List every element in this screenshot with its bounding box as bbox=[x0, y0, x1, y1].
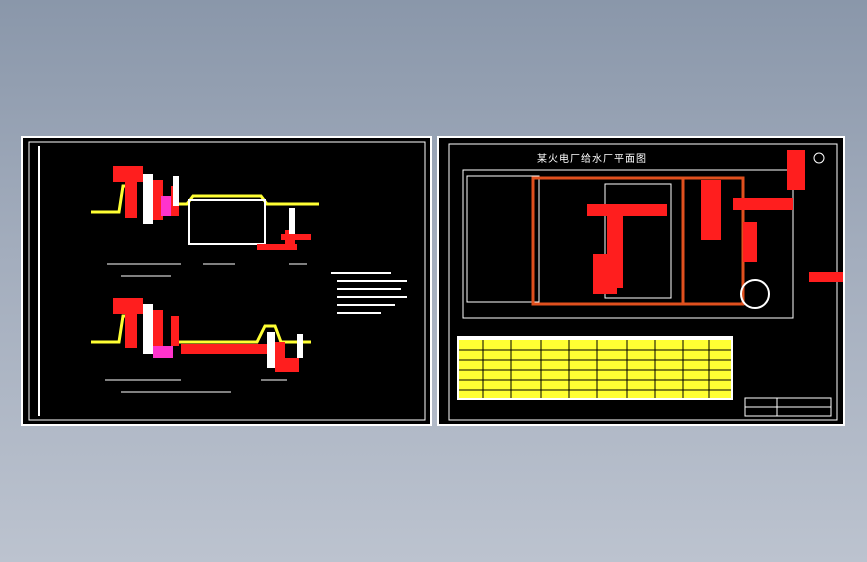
right-drawing-sheet: 某火电厂给水厂平面图 bbox=[437, 136, 845, 426]
left-sheet-drawing bbox=[28, 141, 426, 421]
equipment-table bbox=[457, 336, 733, 400]
inner-border bbox=[28, 141, 426, 421]
lower-profile-drawing bbox=[91, 298, 311, 393]
right-sheet-drawing bbox=[448, 143, 843, 421]
left-drawing-sheet bbox=[21, 136, 432, 426]
upper-profile-drawing bbox=[91, 166, 319, 277]
title-block bbox=[744, 397, 832, 417]
plan-title: 某火电厂给水厂平面图 bbox=[537, 154, 647, 165]
notes-block bbox=[331, 272, 407, 314]
site-plan bbox=[462, 150, 843, 319]
